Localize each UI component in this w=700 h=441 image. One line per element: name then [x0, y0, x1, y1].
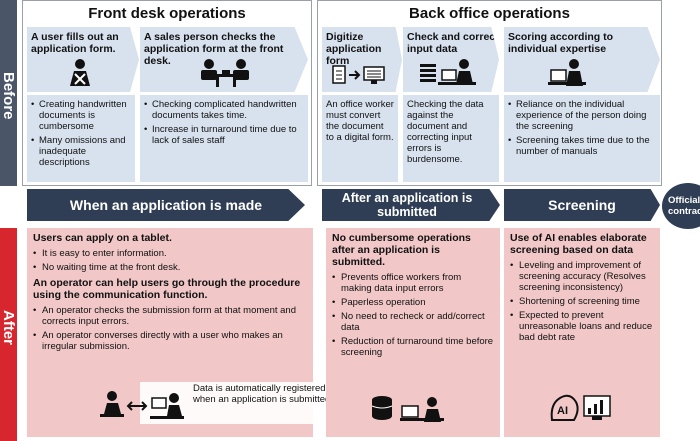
benefit-item: Prevents office workers from making data… — [332, 272, 494, 294]
phase-application-made: When an application is made — [27, 189, 305, 221]
front-step-2-header: A sales person checks the application fo… — [144, 31, 284, 67]
issue-item: Checking complicated handwritten documen… — [144, 99, 304, 121]
issue-item: Many omissions and inadequate descriptio… — [31, 135, 131, 168]
issue-text: An office worker must convert the docume… — [326, 99, 394, 143]
benefit-item: It is easy to enter information. — [33, 248, 307, 259]
back-step-2-header: Check and correct input data — [407, 31, 499, 55]
back-step-3-header: Scoring according to individual expertis… — [508, 31, 614, 55]
benefit-item: No waiting time at the front desk. — [33, 262, 307, 273]
front-step-1-header: A user fills out an application form. — [31, 31, 119, 55]
after-label: After — [0, 310, 17, 346]
ai-label: AI — [557, 405, 568, 417]
issue-item: Increase in turnaround time due to lack … — [144, 124, 304, 146]
issue-text: Checking the data against the document a… — [407, 99, 484, 165]
front-desk-meeting-icon — [201, 59, 249, 87]
back-office-title: Back office operations — [409, 5, 570, 22]
benefit-item: Reduction of turnaround time before scre… — [332, 336, 494, 358]
benefit-item: No need to recheck or add/correct data — [332, 311, 494, 333]
benefit-item: Leveling and improvement of screening ac… — [510, 260, 654, 293]
after-back-heading-1: No cumbersome operations after an applic… — [332, 232, 471, 268]
issue-item: Reliance on the individual experience of… — [508, 99, 656, 132]
front-step-2: A sales person checks the application fo… — [140, 27, 308, 92]
benefit-item: Expected to prevent unreasonable loans a… — [510, 310, 654, 343]
front-step-1-issues: Creating handwritten documents is cumber… — [27, 95, 135, 182]
benefit-item: An operator checks the submission form a… — [33, 305, 307, 327]
before-label: Before — [0, 72, 17, 120]
paperwork-worker-icon — [420, 59, 476, 85]
user-writing-icon — [70, 59, 90, 86]
after-back-box-1: No cumbersome operations after an applic… — [326, 228, 500, 437]
back-step-2-issue: Checking the data against the document a… — [403, 95, 499, 182]
data-transfer-arrow — [140, 372, 348, 434]
phase-after-submitted: After an application is submitted — [322, 189, 500, 221]
issue-item: Creating handwritten documents is cumber… — [31, 99, 131, 132]
before-sidebar: Before — [0, 0, 17, 186]
official-contract-badge: Official contract — [662, 183, 700, 229]
back-step-1-header: Digitize application form — [326, 31, 382, 67]
front-step-2-issues: Checking complicated handwritten documen… — [140, 95, 308, 182]
benefit-item: An operator converses directly with a us… — [33, 330, 307, 352]
front-desk-title: Front desk operations — [88, 5, 246, 22]
issue-item: Screening takes time due to the number o… — [508, 135, 656, 157]
back-step-3-issues: Reliance on the individual experience of… — [504, 95, 660, 182]
after-back-box-2: Use of AI enables elaborate screening ba… — [504, 228, 660, 437]
after-back-heading-2: Use of AI enables elaborate screening ba… — [510, 232, 647, 256]
after-front-heading-1: Users can apply on a tablet. — [33, 232, 172, 244]
ai-analytics-icon: AI — [550, 394, 611, 421]
data-transfer-text: Data is automatically registered when an… — [193, 383, 331, 405]
benefit-item: Shortening of screening time — [510, 296, 654, 307]
benefit-item: Paperless operation — [332, 297, 494, 308]
after-front-heading-2: An operator can help users go through th… — [33, 277, 301, 301]
back-step-3: Scoring according to individual expertis… — [504, 27, 660, 92]
back-step-1-issue: An office worker must convert the docume… — [322, 95, 398, 182]
user-operator-communication-icon — [100, 391, 184, 419]
laptop-worker-icon — [548, 59, 586, 86]
document-to-computer-icon — [332, 65, 385, 84]
after-sidebar: After — [0, 228, 17, 441]
database-laptop-icon — [371, 396, 444, 422]
phase-screening: Screening — [504, 189, 660, 221]
back-step-2: Check and correct input data — [403, 27, 499, 92]
